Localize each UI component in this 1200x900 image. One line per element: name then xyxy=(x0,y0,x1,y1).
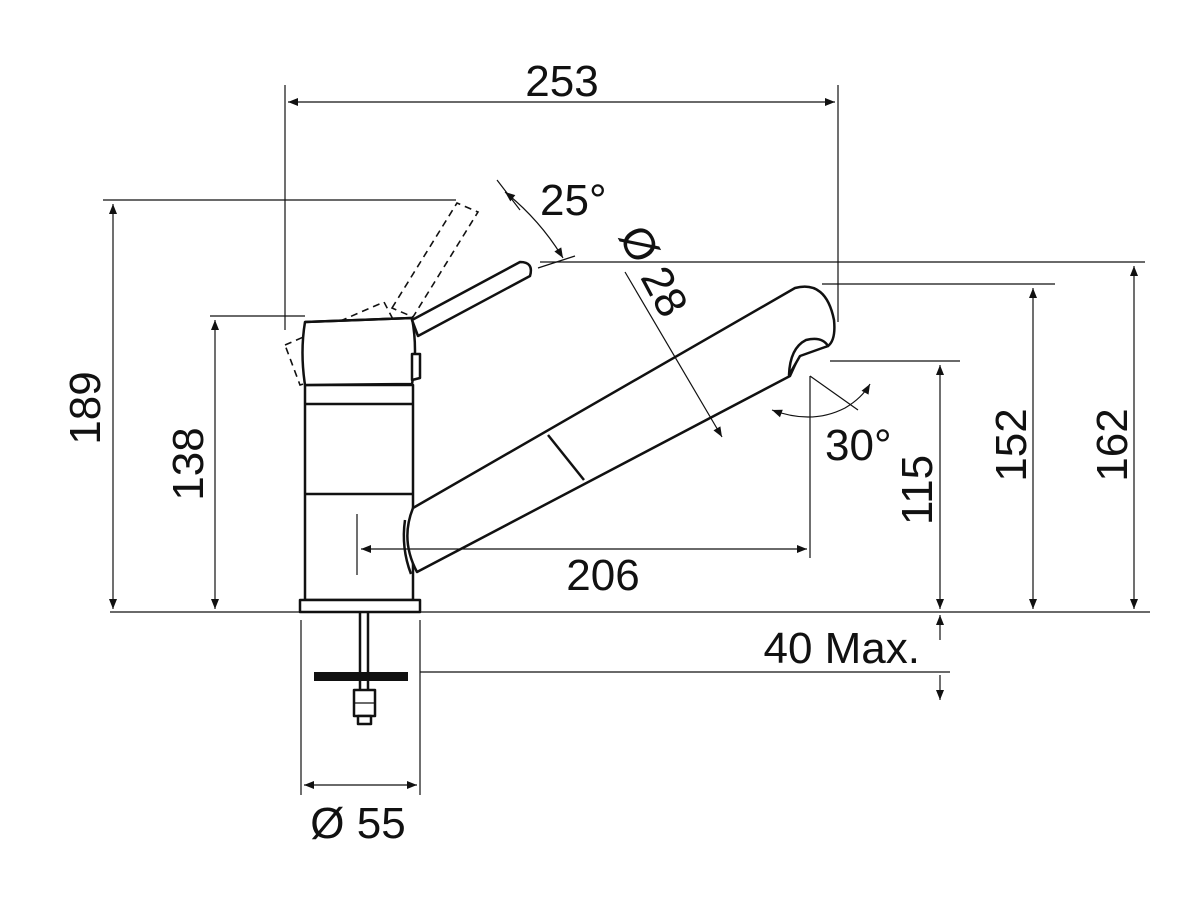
spout xyxy=(406,285,836,574)
label-spout-top-height: 152 xyxy=(987,408,1036,481)
label-spout-diameter: Ø 28 xyxy=(609,218,697,325)
label-spout-reach: 206 xyxy=(566,551,639,600)
dim-arc-spout-angle xyxy=(771,383,871,418)
faucet-body xyxy=(303,383,415,602)
dim-arc-lever-angle xyxy=(504,191,564,259)
spout-nozzle xyxy=(787,337,830,377)
dim-line-spout-diameter xyxy=(624,271,723,438)
lever-cap-top xyxy=(304,316,413,324)
mounting-washer xyxy=(314,672,408,681)
lever-alternate-position xyxy=(283,201,480,386)
label-base-diameter: Ø 55 xyxy=(310,799,405,848)
lever-knob xyxy=(410,352,422,382)
faucet-base-plate xyxy=(298,598,422,614)
mounting-shaft-tip xyxy=(356,714,373,726)
label-spout-angle: 30° xyxy=(825,421,892,470)
label-outlet-height: 115 xyxy=(893,455,942,525)
lever-handle xyxy=(410,260,533,338)
dimension-lines xyxy=(109,98,1138,789)
label-body-height: 138 xyxy=(164,427,213,500)
lever-cap xyxy=(301,316,417,387)
label-deck-thickness: 40 Max. xyxy=(763,624,920,673)
spout-joint-line xyxy=(547,434,585,481)
label-overall-height: 189 xyxy=(61,371,110,444)
faucet-drawing xyxy=(283,201,836,726)
label-max-height: 162 xyxy=(1088,408,1137,481)
label-lever-angle: 25° xyxy=(540,176,607,225)
label-overall-length: 253 xyxy=(525,57,598,106)
